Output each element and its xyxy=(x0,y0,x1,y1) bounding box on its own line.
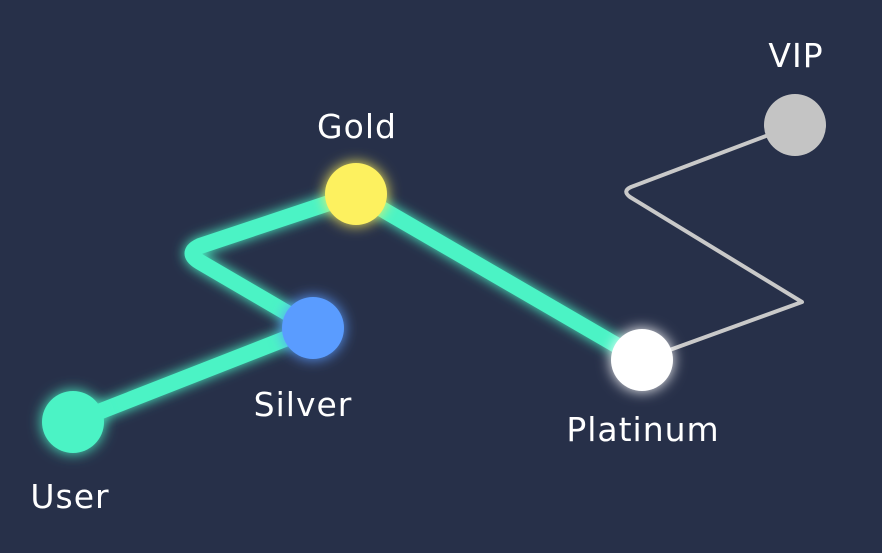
edge-silver-to-gold xyxy=(184,186,364,336)
label-vip: VIP xyxy=(768,36,824,75)
label-silver: Silver xyxy=(253,385,353,424)
label-platinum: Platinum xyxy=(566,410,720,449)
edge-user-to-silver xyxy=(65,320,321,430)
label-user: User xyxy=(30,477,110,516)
label-gold: Gold xyxy=(317,107,397,146)
node-user[interactable] xyxy=(42,391,104,453)
node-gold[interactable] xyxy=(325,163,387,225)
edge-platinum-to-vip xyxy=(624,123,804,362)
node-vip[interactable] xyxy=(764,94,826,156)
node-silver[interactable] xyxy=(282,297,344,359)
node-platinum[interactable] xyxy=(611,329,673,391)
edge-gold-to-platinum xyxy=(348,186,650,368)
